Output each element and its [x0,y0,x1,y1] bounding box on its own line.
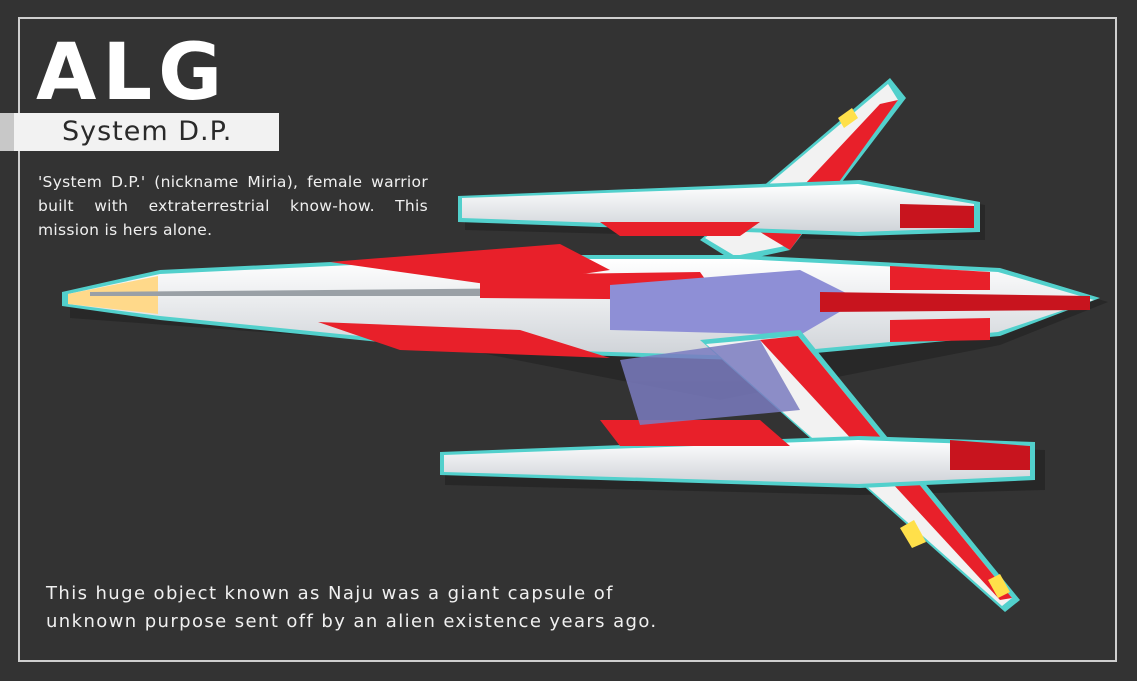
subtitle: System D.P. [62,116,233,147]
lower-pod [440,420,1035,488]
subtitle-banner-edge [0,113,14,151]
subtitle-banner [0,113,279,151]
panel-frame [18,17,1117,662]
main-fuselage [62,244,1100,360]
character-description: 'System D.P.' (nickname Miria), female w… [38,173,428,239]
page-title: ALG [36,28,229,118]
story-caption: This huge object known as Naju was a gia… [46,583,658,632]
upper-pod [458,180,980,236]
underside-panel [620,340,800,425]
